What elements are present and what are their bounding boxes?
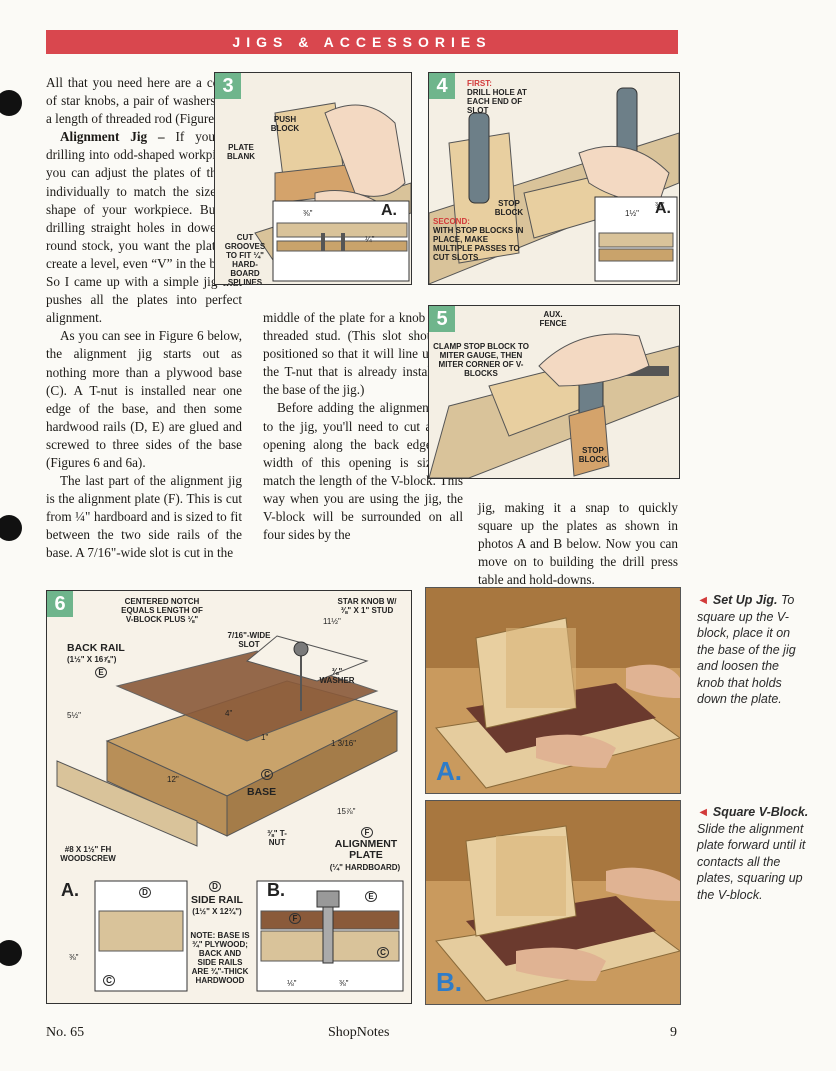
photo-a: A. [425, 587, 681, 794]
label-tnut: ⅜" T-NUT [267, 829, 287, 847]
figure-3-illustration [215, 73, 411, 284]
binder-hole-middle [0, 515, 22, 541]
paragraph-opening: Before adding the alignment plate to the… [263, 400, 463, 543]
figure-4-illustration [429, 73, 679, 284]
inset-6b-letter-f: F [289, 913, 301, 924]
label-back-rail-dim: (1½" x 16⅞") [67, 655, 117, 664]
dim-3a-1: ⅜" [303, 209, 313, 218]
binder-hole-top [0, 90, 22, 116]
paragraph-slot: middle of the plate for a knob with a th… [263, 310, 463, 398]
label-second-text: WITH STOP BLOCKS IN PLACE, MAKE MULTIPLE… [433, 226, 524, 262]
dim-4a-2: ⅜" [655, 201, 665, 210]
label-base-letter: C [261, 769, 273, 780]
label-clamp-text: CLAMP STOP BLOCK TO MITER GAUGE, THEN MI… [433, 342, 529, 378]
figure-4: 4 FIRST: DRILL HOLE AT EACH END OF SLOT … [428, 72, 680, 285]
label-star-knob: STAR KNOB w/ ⅜" x 1" STUD [337, 597, 397, 615]
label-washer: ⅜" WASHER [319, 667, 355, 685]
label-alignment-plate-dim: (¼" HARDBOARD) [329, 863, 401, 872]
dim-11-5: 11½" [323, 617, 341, 626]
inset-3a-label: a. [381, 202, 397, 219]
label-first: FIRST: [467, 79, 492, 88]
photo-b-label: B. [436, 967, 462, 997]
label-side-rail-dim: (1½" x 12¾") [192, 907, 242, 916]
figure-5-number: 5 [429, 306, 455, 332]
label-slot: 7/16"-WIDE SLOT [227, 631, 271, 649]
dim-4a-1: 1½" [625, 209, 639, 218]
label-stop-block-4: STOP BLOCK [494, 199, 524, 217]
figure-3: 3 PUSH BLOCK PLATE BLANK CUT GROOVES TO … [214, 72, 412, 285]
label-first-text: DRILL HOLE AT EACH END OF SLOT [467, 88, 527, 115]
dim-15-7-8: 15⅞" [337, 807, 356, 816]
dim-4: 4" [225, 709, 233, 718]
label-back-rail-letter: E [95, 667, 107, 678]
inset-6b-letter-e: E [365, 891, 377, 902]
photo-a-label: A. [436, 756, 462, 786]
body-column-3: jig, making it a snap to quickly square … [478, 499, 678, 589]
paragraph-base: As you can see in Figure 6 below, the al… [46, 328, 242, 470]
inset-6a-dim: ⅜" [69, 953, 79, 962]
figure-4-number: 4 [429, 73, 455, 99]
figure-5-illustration [429, 306, 679, 478]
dim-1: 1" [261, 733, 269, 742]
inset-6a-letter-d: D [139, 887, 151, 898]
footer-page-number: 9 [670, 1025, 677, 1040]
paragraph-alignment-plate: The last part of the alignment jig is th… [46, 473, 242, 561]
figure-6-number: 6 [47, 591, 73, 617]
paragraph-square-up: jig, making it a snap to quickly square … [478, 500, 678, 588]
label-note: NOTE: BASE IS ¾" PLYWOOD; BACK AND SIDE … [190, 931, 250, 985]
paragraph-alignment-jig: Alignment Jig – If you are drilling into… [46, 129, 242, 326]
caption-b-text: Slide the alignment plate forward until … [697, 821, 806, 902]
inset-6a-letter-c: C [103, 975, 115, 986]
caption-a-pointer-icon: ◄ [697, 593, 710, 607]
label-woodscrew: #8 x 1½" Fh WOODSCREW [60, 845, 116, 863]
inset-6b-letter-c: C [377, 947, 389, 958]
figure-6: 6 CENTERED NOTCH EQUALS LENGTH OF V-BLOC… [46, 590, 412, 1004]
photo-b-image [426, 801, 680, 1004]
footer-issue: No. 65 [46, 1025, 85, 1040]
label-stop-block-5: STOP BLOCK [578, 446, 608, 464]
dim-3a-2: ¼" [365, 235, 375, 244]
dim-5-5: 5½" [67, 711, 81, 720]
caption-a: ◄ Set Up Jig. To square up the V-block, … [697, 592, 807, 708]
dim-1-3-16: 1 3/16" [331, 739, 357, 748]
section-banner: JIGS & ACCESSORIES [46, 30, 678, 54]
inset-6b-dim1: ⅛" [287, 979, 297, 988]
photo-b: B. [425, 800, 681, 1005]
label-side-rail: SIDE RAIL [191, 894, 243, 906]
label-side-rail-letter: D [209, 881, 221, 892]
inset-6a-label: a. [61, 880, 79, 900]
label-plate-blank: PLATE BLANK [227, 143, 255, 161]
inset-6b-dim2: ⅜" [339, 979, 349, 988]
label-aux-fence: AUX. FENCE [539, 310, 567, 328]
caption-a-text: To square up the V-block, place it on th… [697, 593, 796, 706]
photo-a-image [426, 588, 680, 793]
caption-b: ◄ Square V-Block. Slide the alignment pl… [697, 804, 815, 903]
dim-12: 12" [167, 775, 179, 784]
label-cut-grooves: CUT GROOVES TO FIT ¼" HARD-BOARD SPLINES [224, 233, 266, 285]
caption-b-pointer-icon: ◄ [697, 805, 710, 819]
label-second: SECOND: [433, 217, 470, 226]
label-back-rail: BACK RAIL [67, 642, 125, 654]
body-column-2: middle of the plate for a knob with a th… [263, 309, 463, 544]
inset-6b-label: b. [267, 880, 285, 900]
figure-3-number: 3 [215, 73, 241, 99]
body-column-1: All that you need here are a couple of s… [46, 74, 242, 563]
caption-a-title: Set Up Jig. [712, 593, 778, 607]
caption-b-title: Square V-Block. [712, 805, 809, 819]
heading-alignment-jig: Alignment Jig – [60, 129, 165, 145]
label-alignment-plate-letter: F [361, 827, 373, 838]
footer-magazine: ShopNotes [328, 1025, 390, 1040]
figure-5: 5 AUX. FENCE CLAMP STOP BLOCK TO MITER G… [428, 305, 680, 479]
label-base: BASE [247, 786, 277, 798]
paragraph-intro: All that you need here are a couple of s… [46, 75, 242, 127]
label-push-block: PUSH BLOCK [270, 115, 300, 133]
binder-hole-bottom [0, 940, 22, 966]
inset-4a-label: a. [655, 200, 671, 217]
label-centered-notch: CENTERED NOTCH EQUALS LENGTH OF V-BLOCK … [121, 597, 203, 624]
label-alignment-plate: ALIGNMENT PLATE [334, 838, 398, 861]
